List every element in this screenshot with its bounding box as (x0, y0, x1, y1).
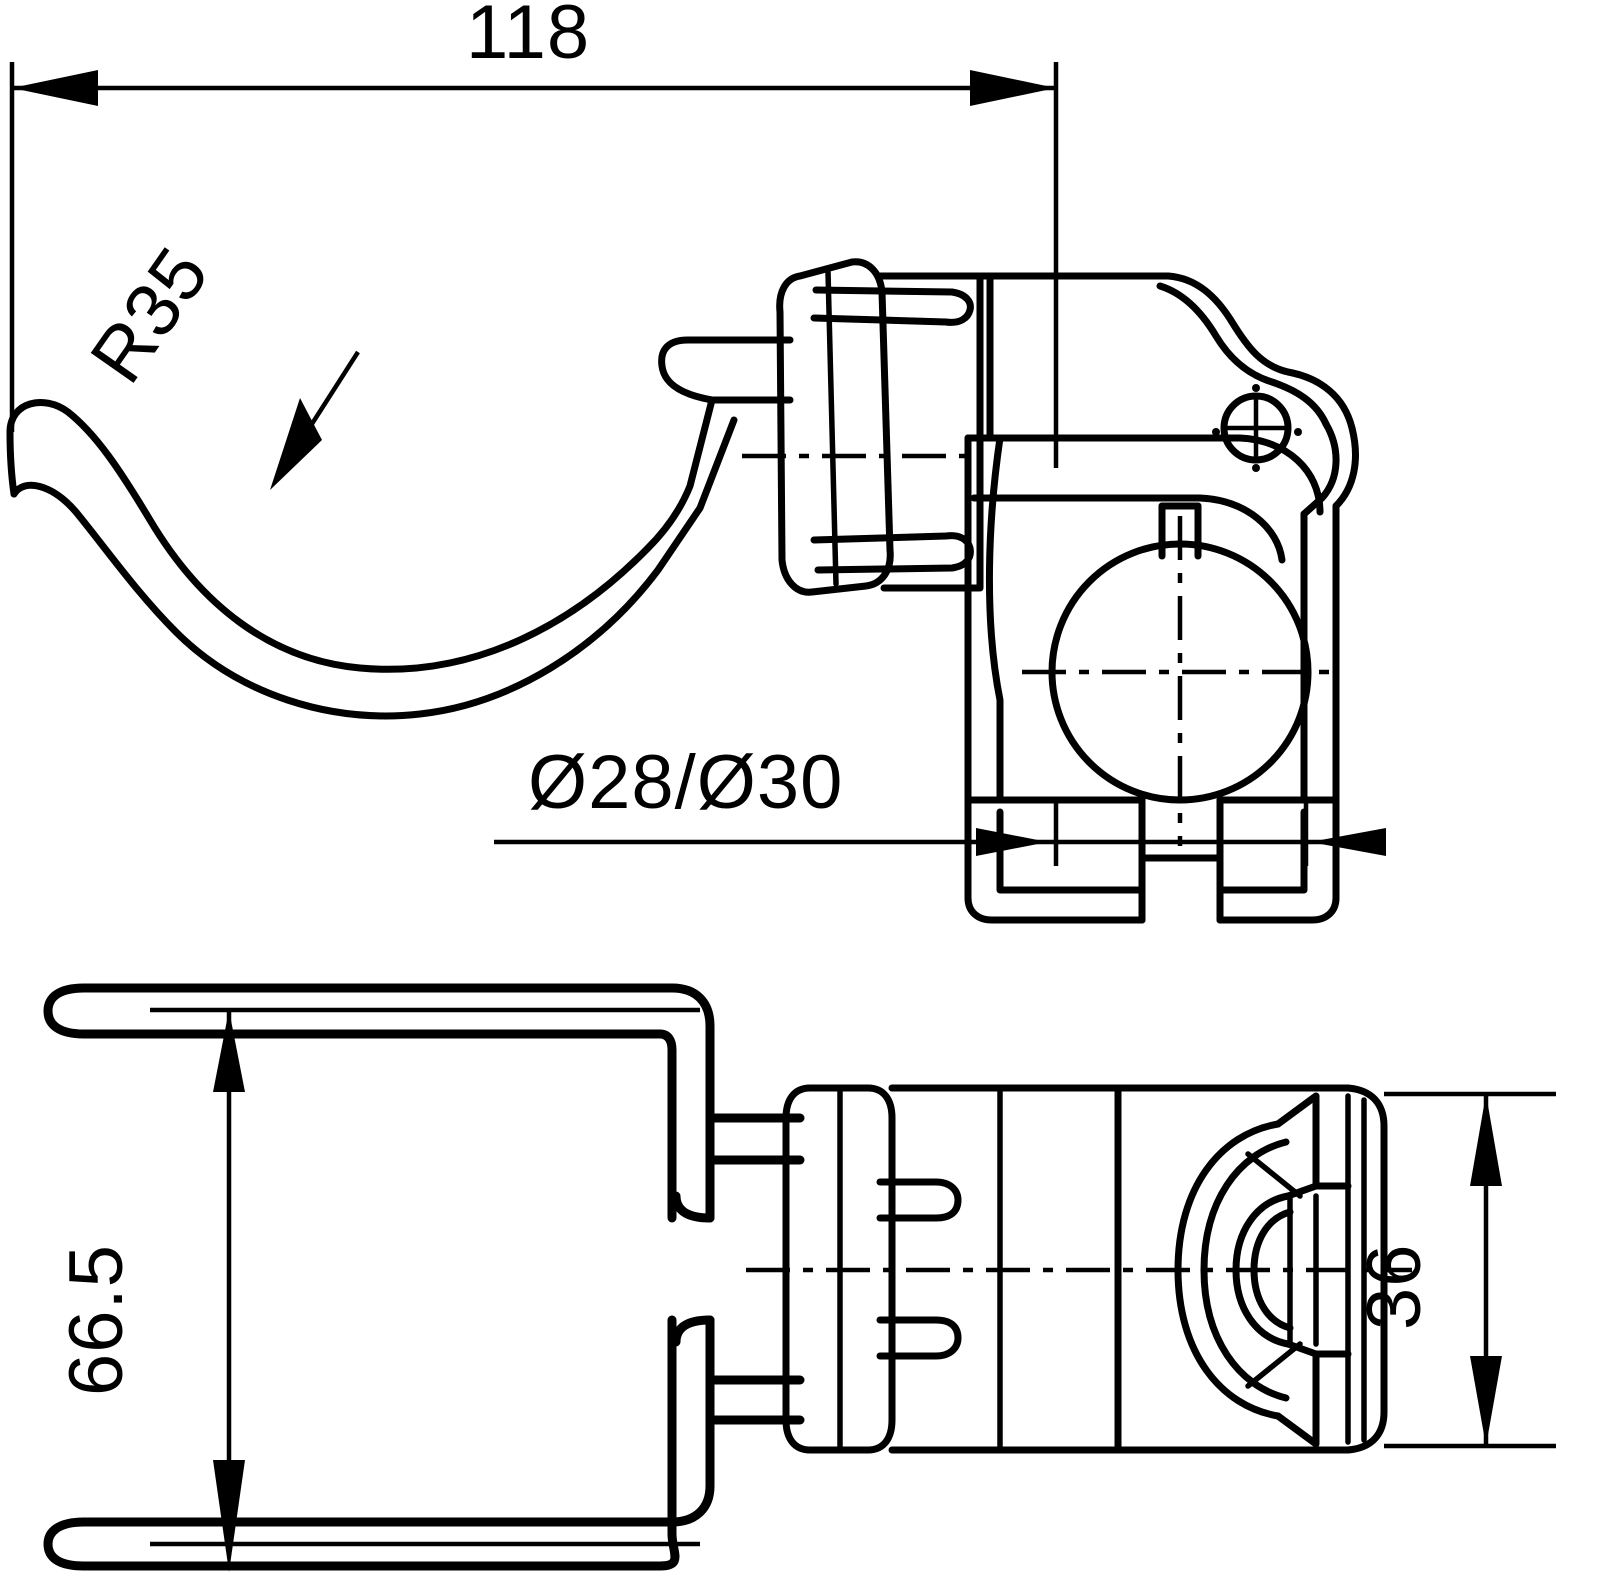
side-view-clamp-body (742, 272, 1359, 924)
cam-web-upper (1245, 1151, 1303, 1199)
hook-tip-cap (6, 428, 18, 498)
bore-arrow-right (1310, 828, 1386, 856)
arrow-36-top (1470, 1094, 1502, 1186)
dimension-hook-radius: R35 (74, 232, 360, 490)
pivot-dot-right (1294, 428, 1302, 436)
dimension-label-118: 118 (466, 0, 590, 75)
hook-rod-lower-bend-outer (667, 1315, 715, 1527)
clamp-lug-left-outer (964, 796, 1146, 924)
hook-rod-lower-bend-inner (655, 1315, 680, 1571)
clamp-lug-right-outer (1216, 796, 1340, 924)
clamp-lever-arm-top (964, 434, 1324, 516)
dimension-tube-bore: Ø28/Ø30 (494, 740, 1386, 856)
dimension-hook-width: 66.5 (54, 1007, 700, 1572)
knob-slot-top-view-upper (876, 1178, 962, 1222)
dimension-label-bore: Ø28/Ø30 (528, 740, 843, 825)
hook-outer-edge (6, 396, 716, 673)
cam-hub-outer (1232, 1192, 1292, 1348)
dimension-label-36: 36 (1352, 1243, 1437, 1330)
hook-inner-edge (10, 416, 738, 720)
arrow-665-bottom (213, 1460, 245, 1572)
pivot-dot-bottom (1252, 464, 1260, 472)
arrow-right-118 (970, 70, 1056, 106)
arrow-left-118 (12, 70, 98, 106)
arrow-665-top (213, 1010, 245, 1092)
clamp-right-edge-plan (1344, 1084, 1388, 1454)
knob-body-block (876, 272, 984, 592)
hook-rod-upper-bend-inner (655, 1029, 677, 1223)
clamp-lug-right-inner (1216, 808, 1308, 894)
cam-hub-inner (1250, 1208, 1294, 1332)
hook-rod-lower-cap (43, 1517, 89, 1571)
dimension-label-r35: R35 (74, 232, 225, 397)
cam-lobe-inner (1200, 1138, 1290, 1402)
clamp-lug-left-inner (996, 808, 1146, 894)
top-view-hook-rod (43, 983, 715, 1571)
knob-slot-top-view-lower (876, 1316, 962, 1360)
cam-flank-upper (1274, 1092, 1320, 1200)
bore-arrow-left (976, 828, 1048, 856)
clamp-cam-nose (1300, 420, 1340, 518)
dimension-label-665: 66.5 (54, 1244, 139, 1396)
side-view-lever-knob (776, 258, 984, 596)
pivot-dot-top (1252, 384, 1260, 392)
dimension-overall-length (9, 62, 1059, 468)
rod-bend-upper-end (671, 1191, 715, 1223)
knob-slot-top (810, 286, 974, 326)
arrow-r35 (270, 398, 322, 490)
pivot-dot-left (1212, 428, 1220, 436)
knob-body-top-view (888, 1084, 1122, 1454)
dimension-clamp-width: 36 (1352, 1091, 1556, 1449)
top-view-lever-knob (746, 1084, 1412, 1454)
arrow-36-bottom (1470, 1356, 1502, 1446)
cam-lobe-outer (1174, 1120, 1282, 1420)
rod-bend-lower-end (671, 1315, 715, 1347)
clamp-cam-upper-inner (1156, 282, 1330, 428)
cam-web-lower (1245, 1341, 1303, 1389)
rod-stub-cap (658, 336, 716, 404)
hook-rod-upper-bend-outer (667, 983, 715, 1223)
clamp-lever-arm-bottom (970, 494, 1286, 564)
clamp-left-wall-inner (985, 434, 1004, 804)
hook-rod-upper-cap (43, 983, 89, 1039)
knob-seam (825, 269, 839, 587)
side-view-hook (6, 396, 738, 720)
top-view-clamp (1114, 1084, 1388, 1454)
knob-cap-top-view (782, 1084, 896, 1454)
side-view-rod-stub (658, 336, 794, 404)
clamp-cam-upper (1164, 272, 1359, 510)
cam-flank-lower (1274, 1340, 1320, 1448)
